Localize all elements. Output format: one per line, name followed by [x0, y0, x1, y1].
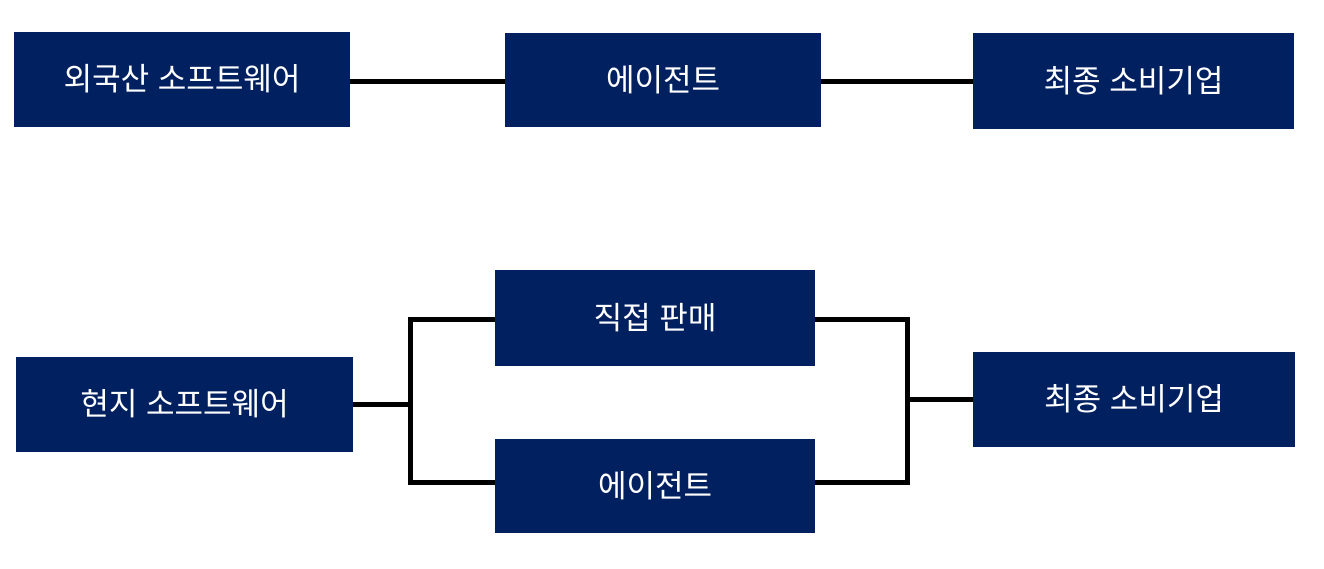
- connector-local-to-split: [353, 402, 410, 407]
- node-end-consumer-top: 최종 소비기업: [973, 33, 1294, 129]
- node-direct-sales: 직접 판매: [495, 270, 815, 366]
- node-agent-bottom: 에이전트: [495, 439, 815, 533]
- node-end-consumer-bottom: 최종 소비기업: [973, 352, 1295, 447]
- connector-agent-to-endconsumer: [821, 79, 973, 84]
- node-local-software: 현지 소프트웨어: [16, 357, 353, 452]
- connector-merge-to-endconsumer: [908, 397, 973, 402]
- connector-split-to-direct-sales: [408, 317, 495, 322]
- connector-merge-vertical: [905, 317, 910, 485]
- connector-foreign-to-agent: [350, 79, 505, 84]
- node-foreign-software: 외국산 소프트웨어: [14, 32, 350, 127]
- connector-split-vertical: [408, 317, 413, 485]
- connector-split-to-agent: [408, 480, 495, 485]
- connector-direct-sales-to-merge: [815, 317, 908, 322]
- node-agent-top: 에이전트: [505, 33, 821, 127]
- connector-agent-to-merge: [815, 480, 908, 485]
